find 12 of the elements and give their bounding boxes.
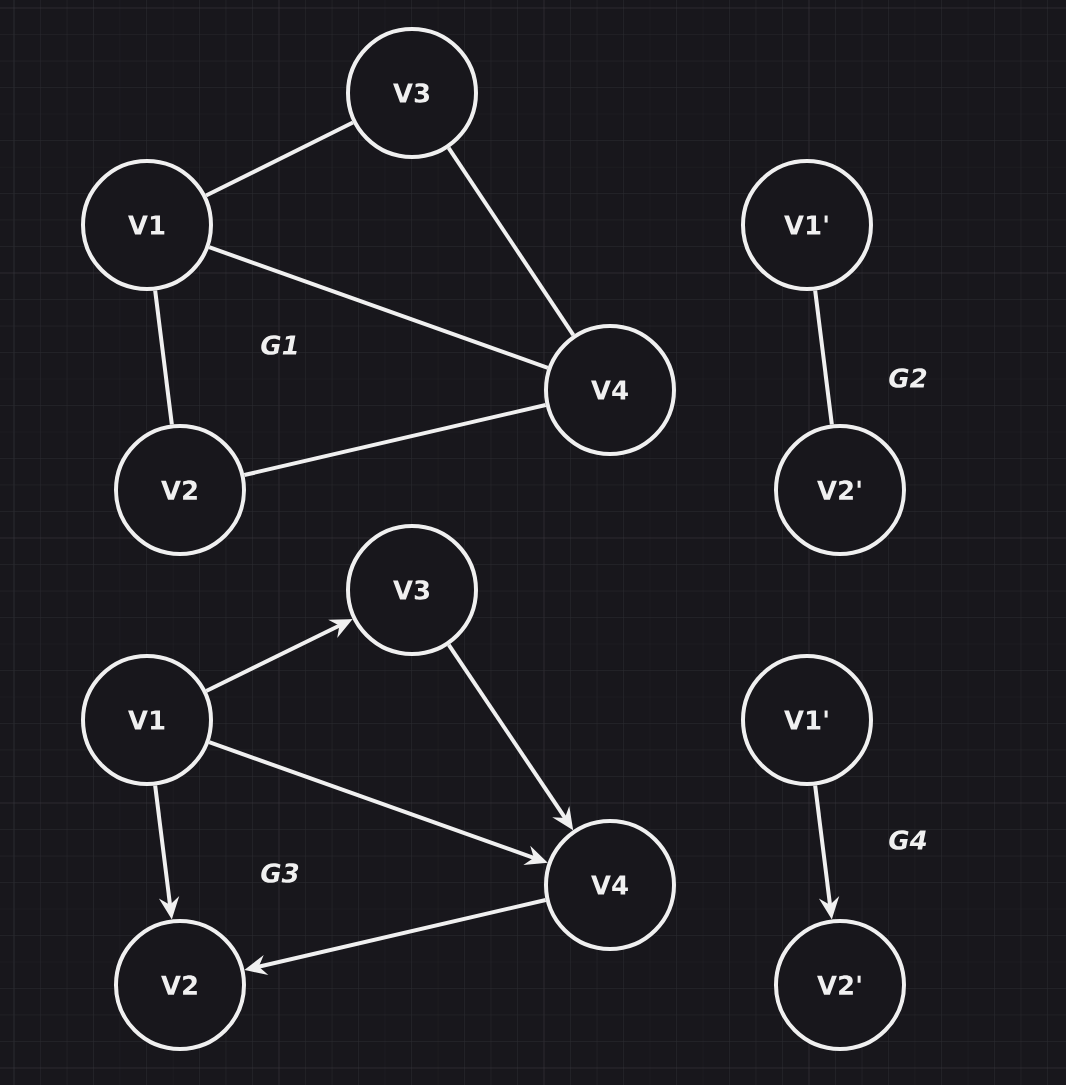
edge-line <box>153 290 174 425</box>
edge-line <box>205 120 354 198</box>
graph-label: G3 <box>261 863 299 883</box>
edge-line <box>813 290 834 425</box>
edge-line <box>243 403 547 477</box>
node-label: V2 <box>161 975 197 995</box>
graph-label: G2 <box>889 368 927 388</box>
graph-label: G4 <box>889 830 927 850</box>
edge-line <box>446 146 576 337</box>
graph-label: G1 <box>261 335 297 355</box>
node-label: V2' <box>817 975 861 995</box>
edge-line <box>208 245 549 370</box>
